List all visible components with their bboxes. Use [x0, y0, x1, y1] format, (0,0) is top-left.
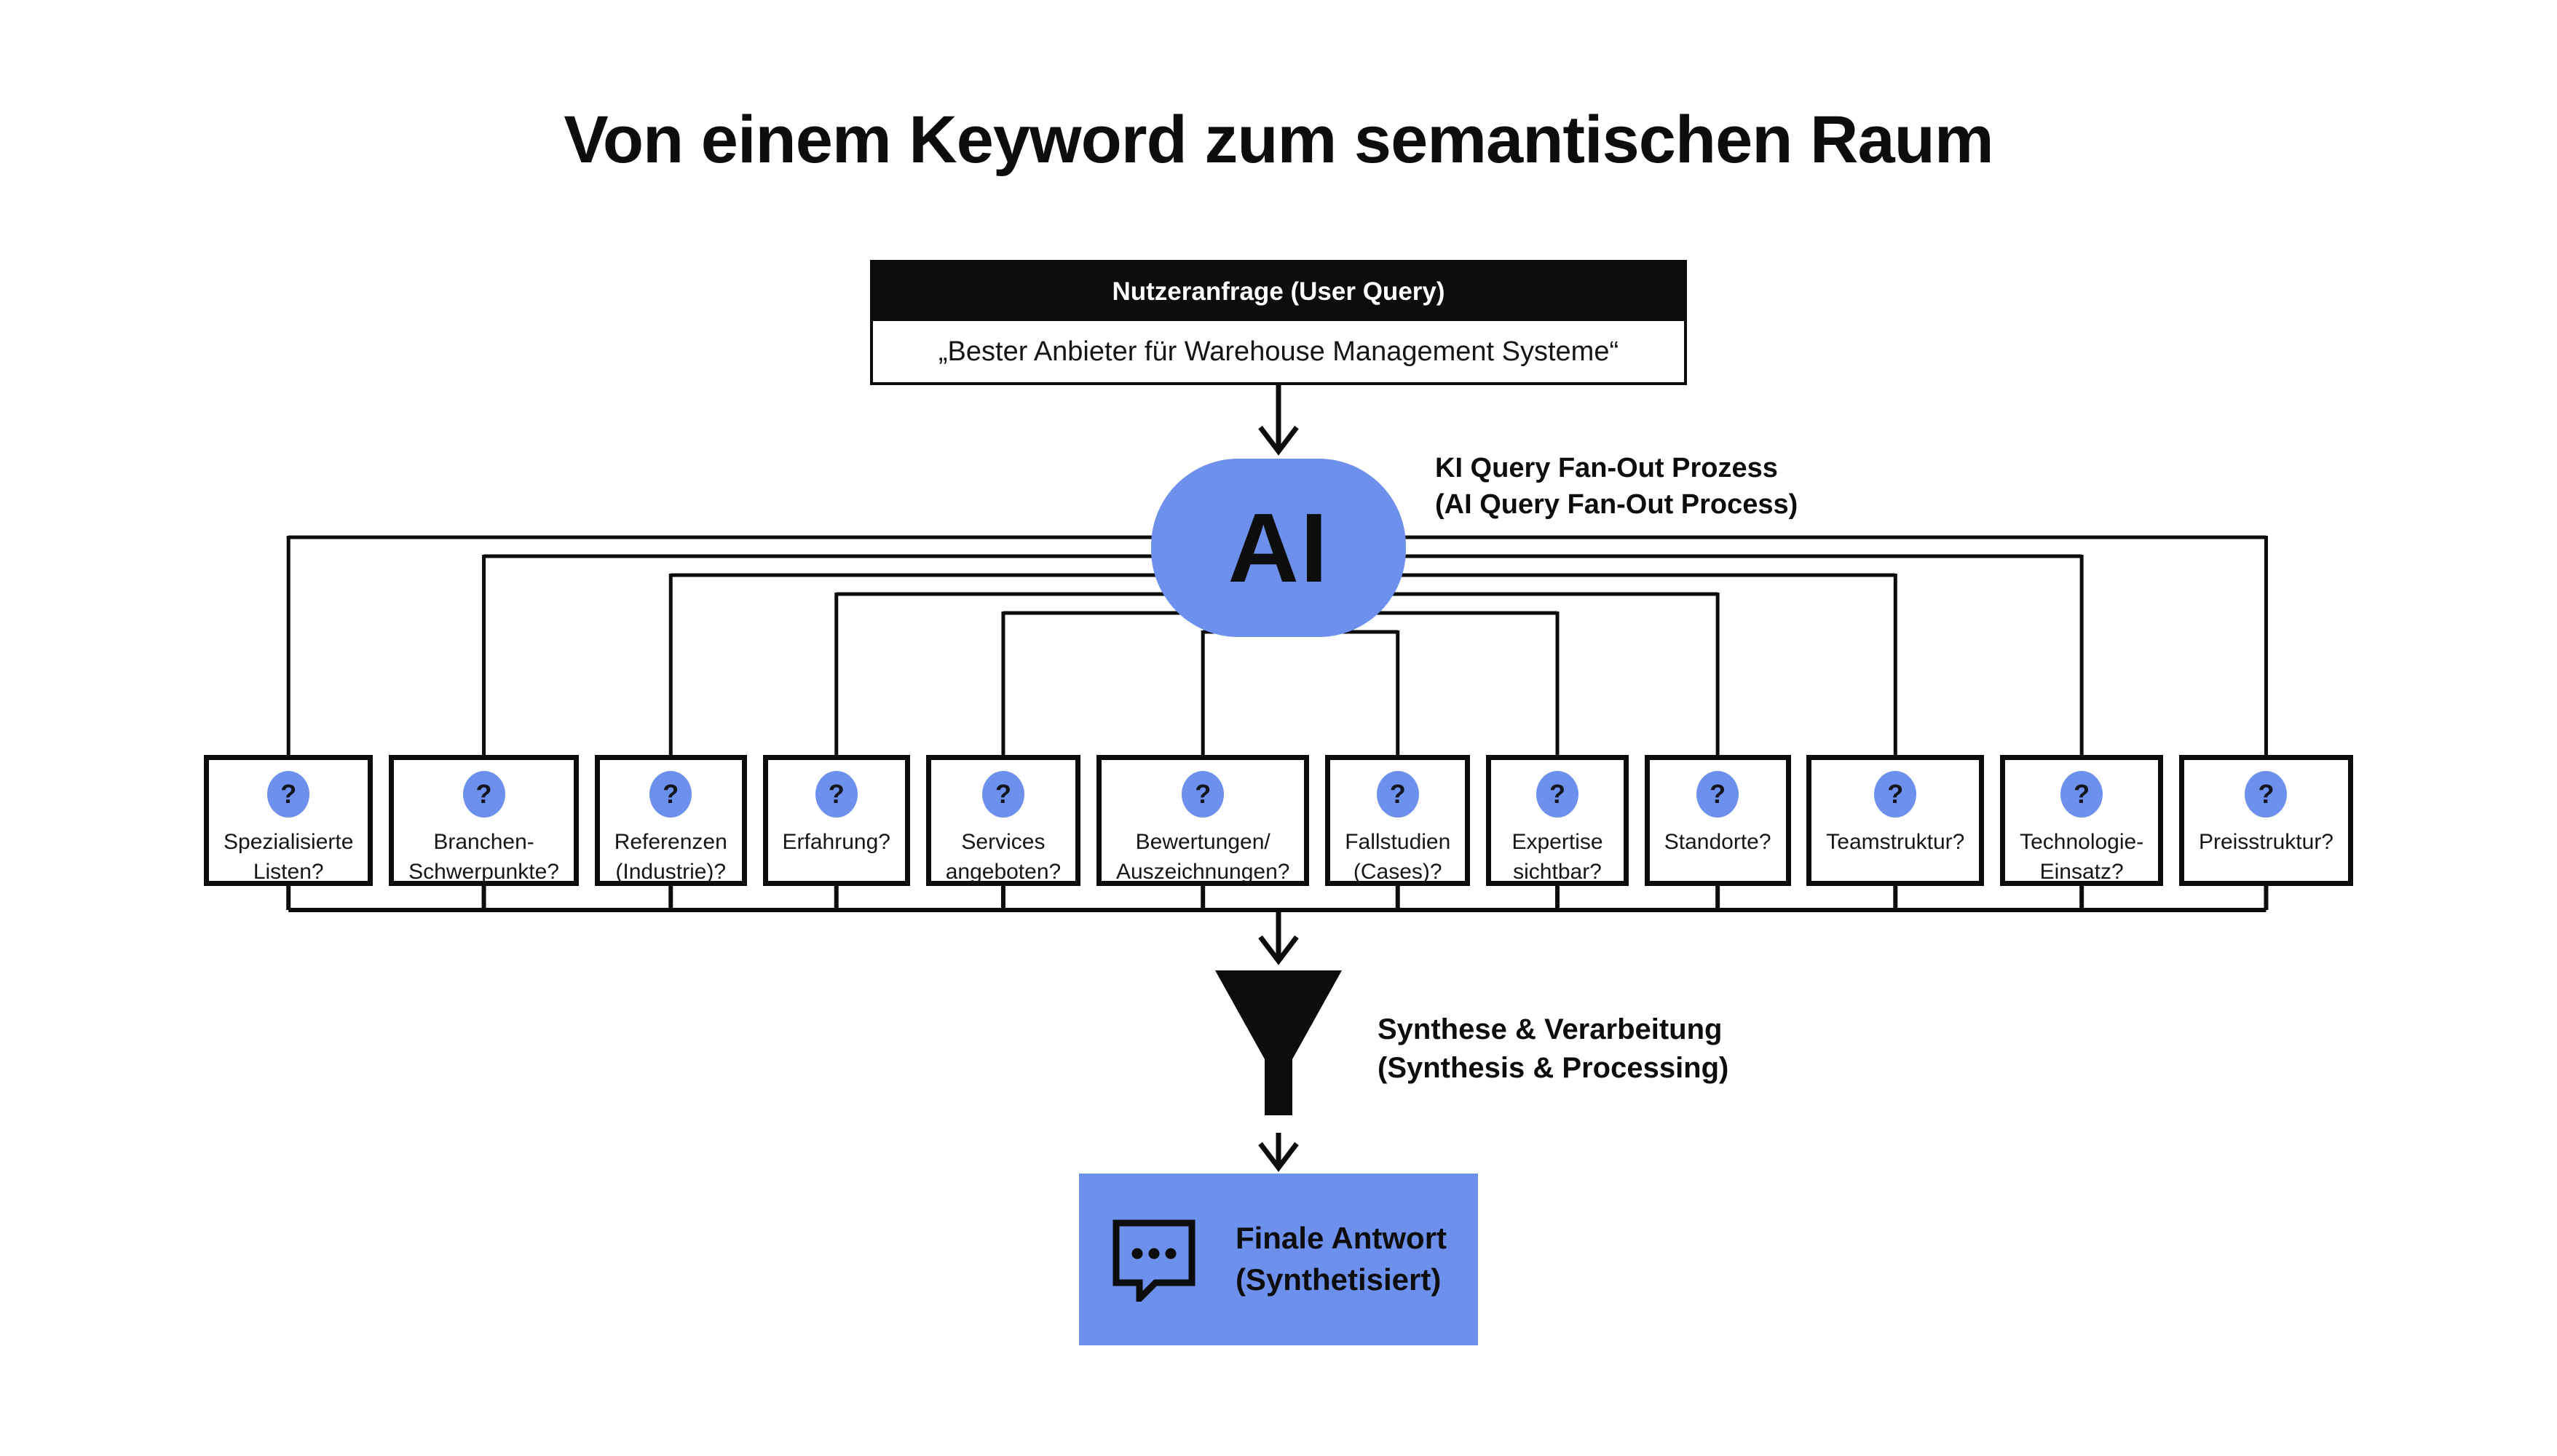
question-label: Bewertungen/ Auszeichnungen?: [1115, 830, 1290, 884]
question-label: Erfahrung?: [782, 830, 890, 854]
question-label: Referenzen (Industrie)?: [614, 830, 727, 884]
question-mark-icon: ?: [2060, 771, 2103, 818]
question-box: ? Teamstruktur?: [1806, 755, 1985, 886]
question-box: ? Technologie- Einsatz?: [2000, 755, 2164, 886]
ai-node-label: AI: [1228, 493, 1329, 603]
user-query-text: „Bester Anbieter für Warehouse Managemen…: [873, 321, 1684, 382]
question-label: Expertise sichtbar?: [1511, 830, 1603, 884]
question-box: ? Referenzen (Industrie)?: [594, 755, 747, 886]
question-mark-icon: ?: [462, 771, 505, 818]
question-row: ? Spezialisierte Listen? ? Branchen- Sch…: [204, 755, 2353, 886]
question-mark-icon: ?: [1182, 771, 1225, 818]
question-mark-icon: ?: [815, 771, 858, 818]
speech-bubble-icon: [1112, 1219, 1195, 1302]
funnel-icon: [1215, 970, 1342, 1115]
question-label: Standorte?: [1664, 830, 1771, 854]
question-mark-icon: ?: [1696, 771, 1739, 818]
question-label: Services angeboten?: [945, 830, 1062, 884]
question-label: Technologie- Einsatz?: [2020, 830, 2144, 884]
question-box: ? Bewertungen/ Auszeichnungen?: [1096, 755, 1310, 886]
page-title: Von einem Keyword zum semantischen Raum: [564, 103, 1993, 177]
question-box: ? Expertise sichtbar?: [1486, 755, 1629, 886]
question-box: ? Standorte?: [1644, 755, 1791, 886]
question-box: ? Fallstudien (Cases)?: [1325, 755, 1471, 886]
question-mark-icon: ?: [1874, 771, 1917, 818]
question-box: ? Branchen- Schwerpunkte?: [389, 755, 579, 886]
user-query-header: Nutzeranfrage (User Query): [873, 263, 1684, 321]
final-answer-box: Finale Antwort (Synthetisiert): [1079, 1174, 1478, 1345]
question-box: ? Spezialisierte Listen?: [204, 755, 374, 886]
fan-out-process-label: KI Query Fan-Out Prozess (AI Query Fan-O…: [1435, 453, 1798, 521]
ai-node: AI: [1151, 459, 1406, 637]
question-mark-icon: ?: [2245, 771, 2288, 818]
question-mark-icon: ?: [1536, 771, 1579, 818]
question-mark-icon: ?: [1376, 771, 1419, 818]
question-box: ? Erfahrung?: [762, 755, 910, 886]
question-label: Branchen- Schwerpunkte?: [408, 830, 559, 884]
question-label: Teamstruktur?: [1826, 830, 1965, 854]
question-label: Spezialisierte Listen?: [224, 830, 354, 884]
question-mark-icon: ?: [981, 771, 1024, 818]
question-label: Fallstudien (Cases)?: [1345, 830, 1451, 884]
question-box: ? Services angeboten?: [925, 755, 1081, 886]
final-answer-label: Finale Antwort (Synthetisiert): [1235, 1221, 1447, 1297]
question-mark-icon: ?: [649, 771, 692, 818]
question-mark-icon: ?: [267, 771, 310, 818]
question-label: Preisstruktur?: [2198, 830, 2333, 854]
user-query-box: Nutzeranfrage (User Query) „Bester Anbie…: [870, 260, 1687, 385]
question-box: ? Preisstruktur?: [2178, 755, 2353, 886]
synthesis-label: Synthese & Verarbeitung (Synthesis & Pro…: [1378, 1013, 1729, 1084]
